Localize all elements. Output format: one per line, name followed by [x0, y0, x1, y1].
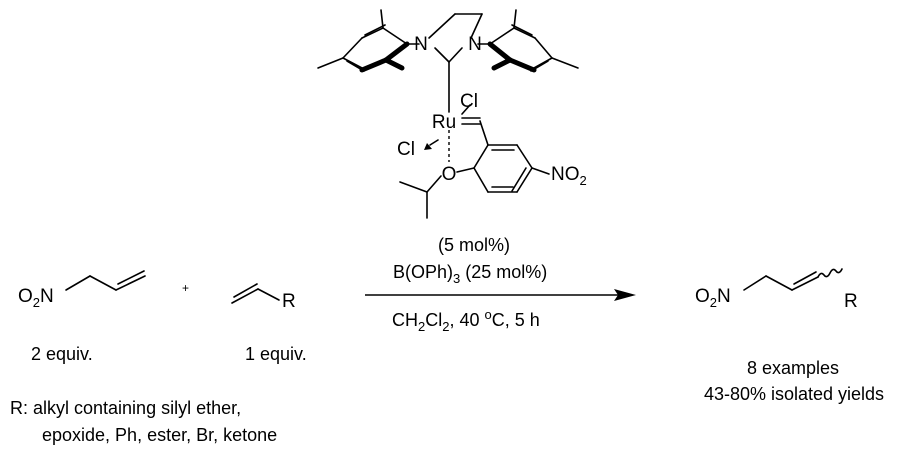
nitro-group: NO2	[551, 164, 587, 188]
additive-label: B(OPh)3 (25 mol%)	[393, 262, 547, 286]
scope-line-1: R: alkyl containing silyl ether,	[10, 398, 241, 418]
atom-n-left: N	[414, 34, 428, 55]
solvent-conditions: CH2Cl2, 40 oC, 5 h	[392, 307, 540, 334]
product-structure: O2N R 8 examples 43-80% isolated yields	[695, 268, 884, 404]
atom-ru: Ru	[432, 112, 456, 133]
product-no2-label: O2N	[695, 286, 731, 310]
atom-n-right: N	[468, 34, 482, 55]
reactant1-no2-label: O2N	[18, 286, 54, 310]
atom-cl-top: Cl	[460, 91, 478, 112]
product-r-label: R	[844, 291, 858, 312]
atom-cl-left: Cl	[397, 139, 415, 160]
atom-o: O	[442, 164, 457, 185]
reaction-conditions: (5 mol%) B(OPh)3 (25 mol%) CH2Cl2, 40 oC…	[365, 235, 636, 334]
plus-sign: +	[182, 281, 189, 295]
product-examples: 8 examples	[747, 358, 839, 378]
catalyst-loading: (5 mol%)	[438, 235, 510, 255]
reactant-nitroalkene: O2N 2 equiv.	[18, 270, 146, 364]
product-yields: 43-80% isolated yields	[704, 384, 884, 404]
catalyst-structure: N N Ru Cl Cl O NO2	[317, 9, 587, 219]
reactant1-equiv: 2 equiv.	[31, 344, 93, 364]
reactant-terminal-alkene: R 1 equiv.	[231, 283, 307, 364]
reactant2-r-label: R	[282, 291, 296, 312]
reactant2-equiv: 1 equiv.	[245, 344, 307, 364]
scope-line-2: epoxide, Ph, ester, Br, ketone	[42, 425, 277, 445]
